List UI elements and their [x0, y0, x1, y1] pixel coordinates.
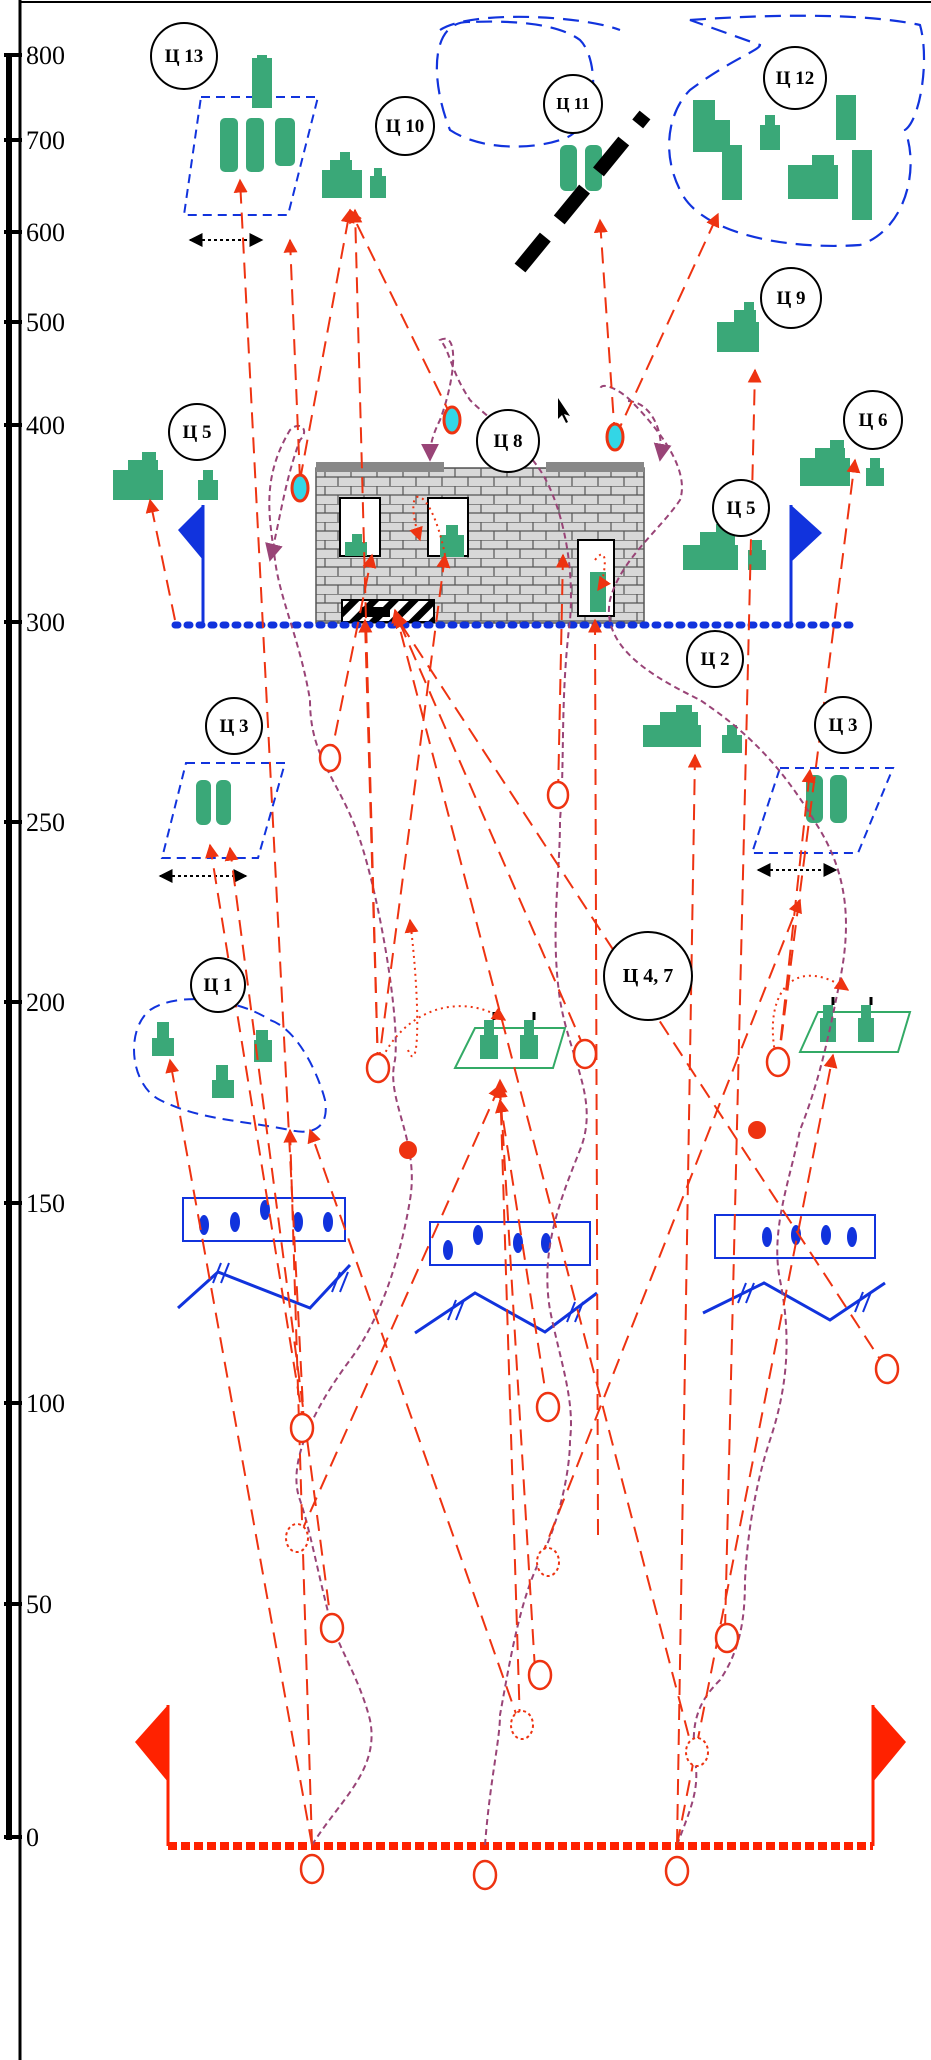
route-markers-dotted: [285, 1523, 709, 1767]
blue-flag-left: [178, 505, 205, 625]
scale-tick-label: 100: [26, 1389, 65, 1418]
cyan-markers: [290, 405, 625, 503]
label-c9: Ц 9: [760, 267, 822, 329]
label-c8: Ц 8: [476, 409, 540, 473]
label-c2-text: Ц 2: [700, 649, 729, 670]
fire-routes: [145, 178, 888, 1846]
scale-tick-label: 0: [26, 1823, 39, 1852]
target-group-c1: [152, 1022, 272, 1098]
label-c12-text: Ц 12: [776, 68, 815, 89]
trench-center: [414, 1221, 598, 1335]
label-c3-left: Ц 3: [205, 697, 263, 755]
target-group-c12: [693, 95, 872, 220]
scale-tick-label: 150: [26, 1189, 65, 1218]
scale-tick-label: 50: [26, 1590, 52, 1619]
label-c6: Ц 6: [843, 390, 903, 450]
scale-tick-label: 700: [26, 126, 65, 155]
label-c3-left-text: Ц 3: [219, 716, 248, 737]
label-c2: Ц 2: [686, 630, 744, 688]
target-c5-right: [683, 524, 766, 570]
label-c12: Ц 12: [763, 46, 827, 110]
tree-line-barrier: [514, 110, 651, 273]
target-zone-c11: [435, 20, 595, 148]
label-c10: Ц 10: [375, 96, 435, 156]
label-c3-right: Ц 3: [814, 696, 872, 754]
scale-tick-label: 400: [26, 411, 65, 440]
target-labels: Ц 13 Ц 10 Ц 11 Ц 12 Ц 9 Ц 5 Ц 8 Ц 5 Ц 6 …: [150, 22, 903, 1021]
target-c9: [717, 302, 759, 352]
label-c13: Ц 13: [150, 22, 218, 90]
scale-tick-label: 200: [26, 988, 65, 1017]
scale-tick-label: 300: [26, 608, 65, 637]
label-c13-text: Ц 13: [165, 46, 204, 67]
label-c9-text: Ц 9: [776, 288, 805, 309]
red-flag-left: [135, 1705, 170, 1846]
route-markers: [289, 743, 900, 1891]
label-c5-right-text: Ц 5: [726, 498, 755, 519]
label-c3-right-text: Ц 3: [828, 715, 857, 736]
scale-tick-label: 600: [26, 218, 65, 247]
target-c10: [322, 152, 386, 198]
label-c8-text: Ц 8: [493, 431, 522, 452]
label-c6-text: Ц 6: [858, 410, 887, 431]
target-box-c7: [798, 997, 912, 1053]
tank-pair-c3-left: [196, 780, 231, 825]
target-box-c4: [453, 1012, 567, 1069]
route-markers-filled: [399, 1121, 766, 1159]
label-c47-text: Ц 4, 7: [623, 965, 674, 987]
target-c6: [800, 440, 884, 486]
label-c11-text: Ц 11: [556, 94, 590, 113]
label-c11: Ц 11: [543, 74, 603, 134]
scale-tick-label: 800: [26, 41, 65, 70]
target-area-c3-right: [750, 767, 895, 854]
label-c47: Ц 4, 7: [603, 931, 693, 1021]
mouse-cursor-icon: [558, 398, 570, 423]
targets-in-building: [345, 525, 606, 612]
label-c10-text: Ц 10: [386, 116, 425, 137]
label-c5-left: Ц 5: [168, 403, 226, 461]
label-c5-left-text: Ц 5: [182, 422, 211, 443]
blue-flag-right: [789, 505, 822, 625]
target-zone-c1: [133, 998, 327, 1133]
trench-left: [176, 1197, 352, 1310]
scale-tick-label: 250: [26, 808, 65, 837]
target-c2: [643, 705, 742, 753]
target-area-c13: [182, 96, 320, 216]
fire-routes-dotted: [377, 495, 850, 1069]
tank-group-c13: [220, 55, 295, 172]
scale-tick-label: 500: [26, 308, 65, 337]
label-c1: Ц 1: [190, 957, 246, 1013]
tank-group-c11: [560, 145, 602, 191]
target-area-c3-left: [160, 762, 287, 859]
label-c1-text: Ц 1: [203, 975, 232, 996]
label-c5-right: Ц 5: [712, 479, 770, 537]
target-c5-left: [113, 452, 218, 500]
target-zone-c11-outer: [439, 15, 621, 32]
trench-right: [702, 1214, 886, 1322]
target-zone-c12: [668, 14, 926, 248]
red-flag-right: [871, 1705, 906, 1846]
